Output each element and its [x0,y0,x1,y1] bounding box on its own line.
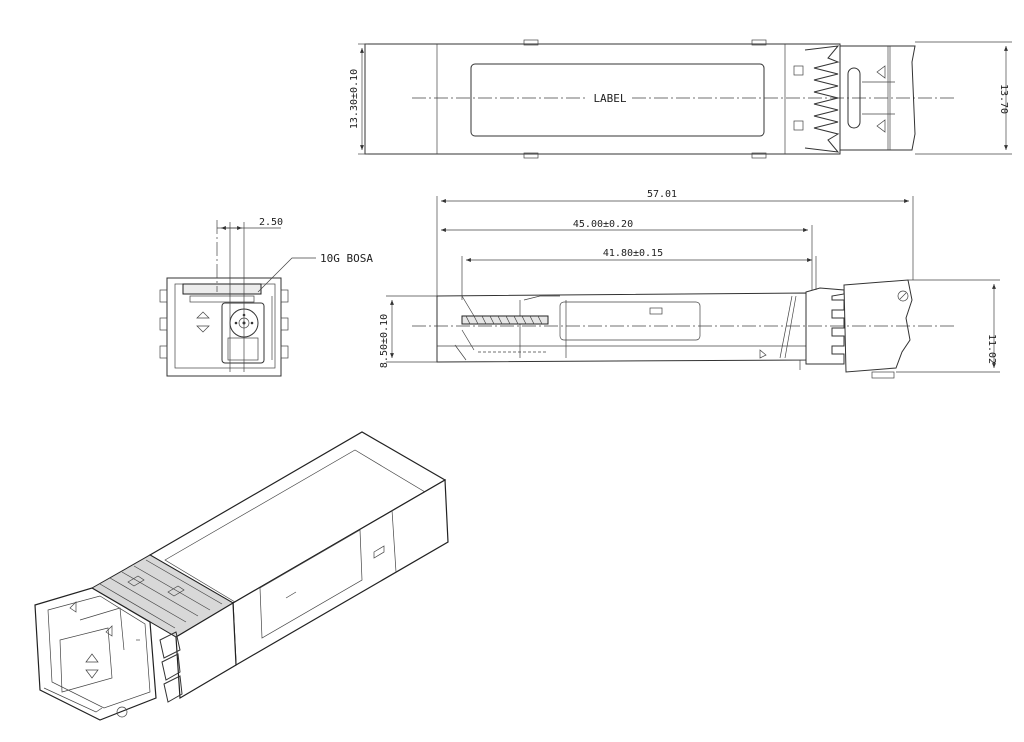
isometric-view [34,431,449,721]
triangle-mark-up [876,65,886,79]
double-triangle-mark [196,311,210,333]
dim-body-height: 8.50±0.10 [379,314,390,368]
dim-top-overall-height: 13.70 [998,84,1009,114]
top-view: LABEL 13.30±0.10 13.70 [349,39,1012,159]
triangle-mark-down [876,119,886,133]
label-text: LABEL [593,92,626,105]
iso-side-window [259,529,363,639]
dim-top-height: 13.30±0.10 [349,69,360,129]
dim-front-offset: 2.50 [259,217,283,228]
iso-triangle-mark [85,653,99,679]
pull-slot [847,67,861,129]
bosa-callout: 10G BOSA [320,252,373,265]
side-latch [843,279,913,373]
side-view: 57.01 45.00±0.20 41.80±0.15 8.50±0.10 11… [379,189,1000,379]
iso-front-face [34,587,157,721]
dim-overall-length: 57.01 [647,189,677,200]
dim-length-41: 41.80±0.15 [603,248,663,259]
dim-side-overall-height: 11.02 [986,334,997,364]
side-body-outline [436,292,807,363]
front-view: 2.50 10G BOSA [159,217,373,377]
dim-length-45: 45.00±0.20 [573,219,633,230]
label-area [470,63,765,137]
